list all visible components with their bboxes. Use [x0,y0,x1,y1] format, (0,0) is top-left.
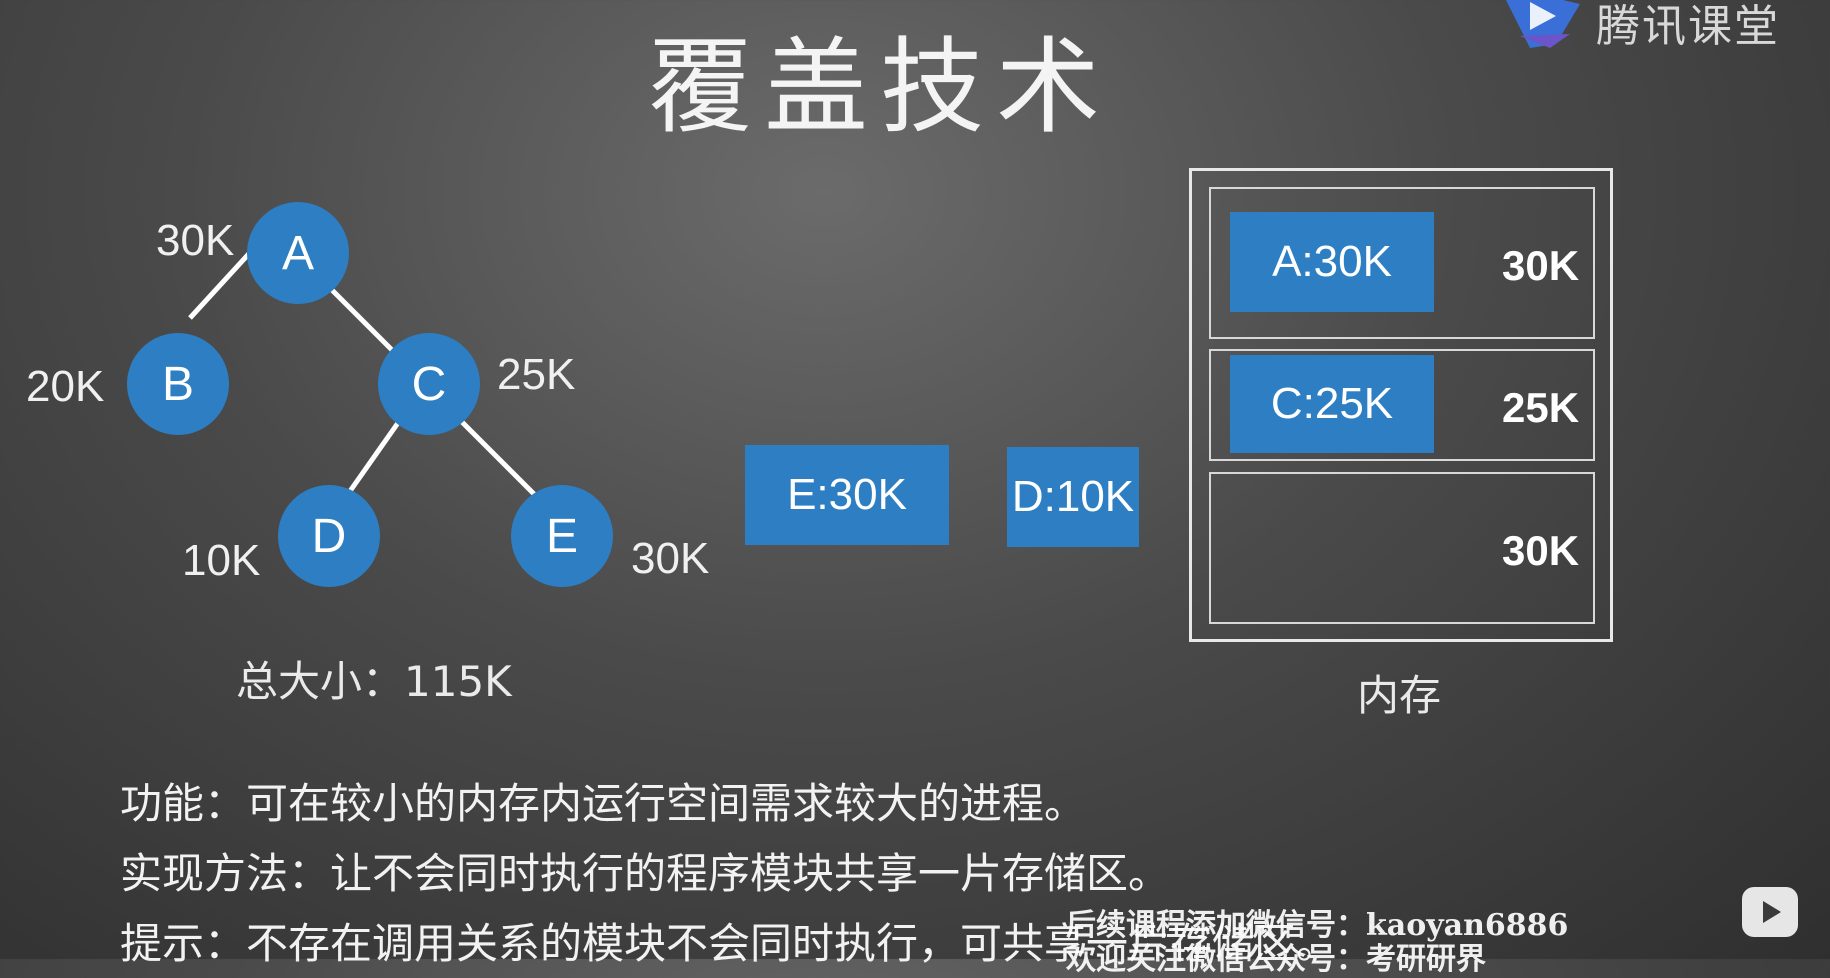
play-logo-icon [1506,0,1580,48]
size-label-e: 30K [631,534,710,583]
memory-block [1189,168,1613,642]
size-label-d: 10K [182,536,261,585]
memory-slot-2-content: C:25K [1230,355,1434,453]
slide-title: 覆盖技术 [647,26,1112,148]
play-icon [1763,901,1781,923]
memory-slot-2-size: 25K [1502,384,1580,431]
module-e-box: E:30K [745,445,949,545]
memory-slot-1 [1209,187,1595,339]
description-function: 功能：可在较小的内存内运行空间需求较大的进程。 [120,779,1087,828]
memory-slot-2 [1209,349,1595,461]
watermark-line-2: 欢迎关注微信公众号：考研研界 [1066,942,1486,977]
size-label-c: 25K [497,350,576,399]
memory-slot-1-size: 30K [1502,242,1580,289]
tencent-classroom-logo: 腾讯课堂 [1500,0,1780,54]
logo-text: 腾讯课堂 [1596,1,1780,52]
memory-slot-3 [1209,472,1595,624]
total-size-label: 总大小：115K [236,657,512,706]
node-d: D [278,485,380,587]
node-a: A [247,202,349,304]
size-label-b: 20K [26,362,105,411]
memory-slot-3-size: 30K [1502,527,1580,574]
memory-label: 内存 [1357,671,1442,720]
watermark-line-1: 后续课程添加微信号：kaoyan6886 [1066,908,1569,943]
node-b: B [127,333,229,435]
video-play-button[interactable] [1742,887,1798,937]
module-d-box: D:10K [1007,447,1139,547]
description-method: 实现方法：让不会同时执行的程序模块共享一片存储区。 [120,849,1171,898]
memory-slot-1-content: A:30K [1230,212,1434,312]
node-e: E [511,485,613,587]
tree-edges [188,244,536,496]
size-label-a: 30K [156,216,235,265]
node-c: C [378,333,480,435]
